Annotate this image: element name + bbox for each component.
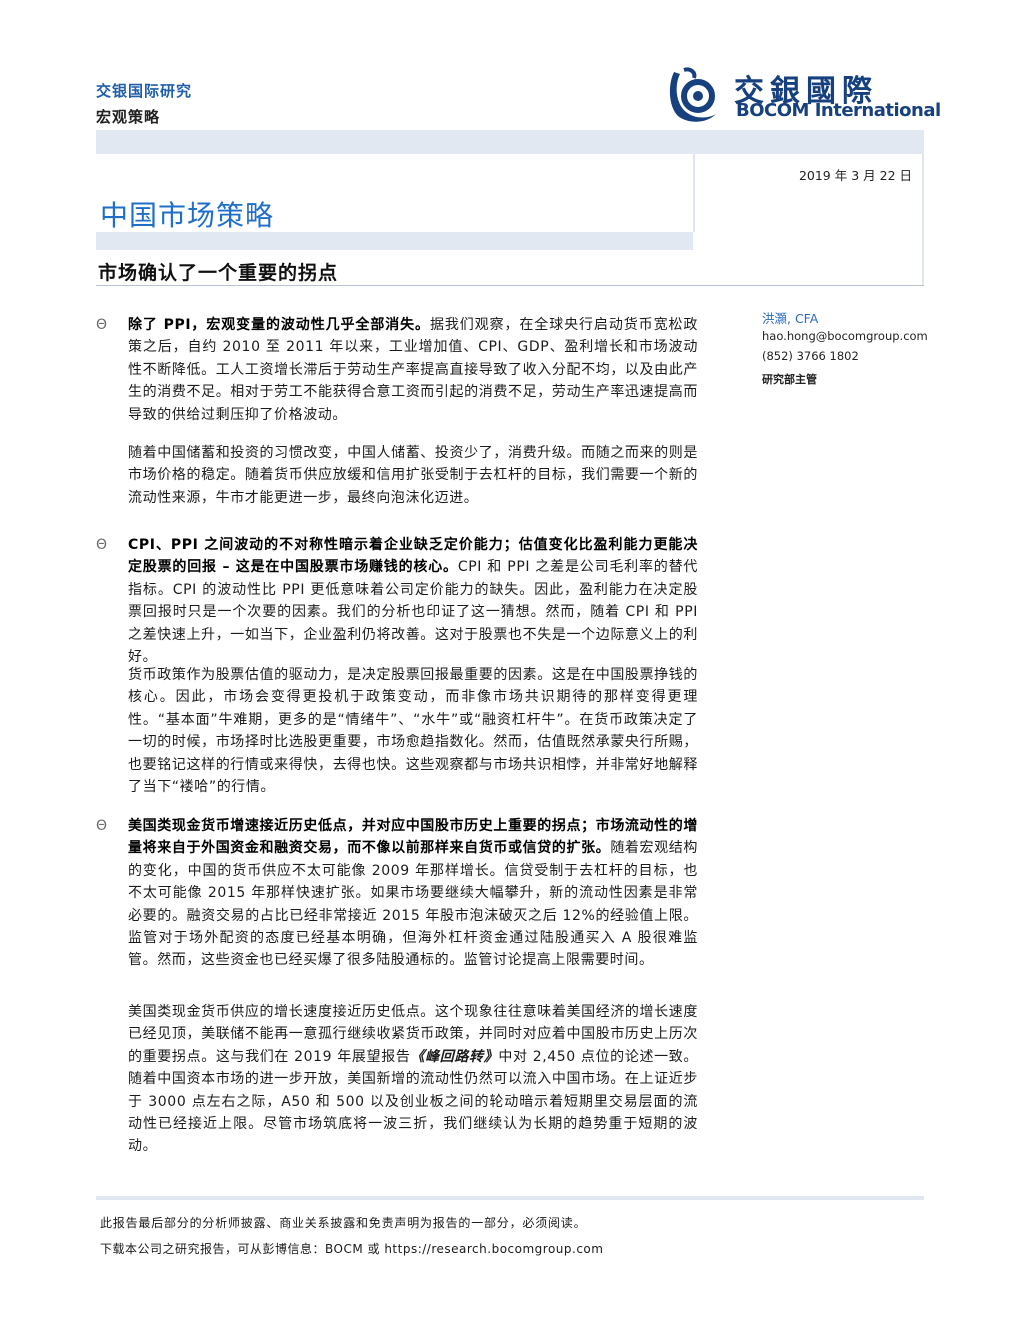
- report-date: 2019 年 3 月 22 日: [798, 168, 912, 183]
- paragraph-6-report-name: 《峰回路转》: [410, 1048, 499, 1065]
- report-section: 宏观策略: [96, 108, 161, 126]
- analyst-role: 研究部主管: [762, 373, 817, 386]
- paragraph-6-text-b: 中对 2,450 点位的论述一致。随着中国资本市场的进一步开放，美国新增的流动性…: [128, 1048, 698, 1155]
- paragraph-3-text: CPI 和 PPI 之差是公司毛利率的替代指标。CPI 的波动性比 PPI 更低…: [128, 559, 698, 666]
- logo-chinese-text: 交銀國際: [734, 74, 878, 109]
- right-border: [922, 154, 924, 286]
- analyst-phone: (852) 3766 1802: [762, 349, 859, 363]
- analyst-name[interactable]: 洪灝, CFA: [762, 311, 819, 326]
- paragraph-5-lead: 美国类现金货币增速接近历史低点，并对应中国股市历史上重要的拐点；市场流动性的增量…: [128, 818, 698, 857]
- bullet-icon: Θ: [96, 537, 108, 553]
- paragraph-3-lead: CPI、PPI 之间波动的不对称性暗示着企业缺乏定价能力；估值变化比盈利能力更能…: [128, 537, 698, 576]
- bullet-icon: Θ: [96, 818, 108, 834]
- paragraph-1: 除了 PPI，宏观变量的波动性几乎全部消失。据我们观察，在全球央行启动货币宽松政…: [128, 314, 698, 426]
- paragraph-5-text: 随着宏观结构的变化，中国的货币供应不太可能像 2009 年那样增长。信贷受制于去…: [128, 840, 698, 969]
- analyst-email[interactable]: hao.hong@bocomgroup.com: [762, 329, 928, 343]
- paragraph-2: 随着中国储蓄和投资的习惯改变，中国人储蓄、投资少了，消费升级。而随之而来的则是市…: [128, 442, 698, 509]
- paragraph-4: 货币政策作为股票估值的驱动力，是决定股票回报最重要的因素。这是在中国股票挣钱的核…: [128, 664, 698, 798]
- title-band: [96, 232, 693, 250]
- paragraph-1-text: 据我们观察，在全球央行启动货币宽松政策之后，自约 2010 至 2011 年以来…: [128, 317, 698, 423]
- paragraph-1-lead: 除了 PPI，宏观变量的波动性几乎全部消失。: [128, 317, 430, 333]
- report-title: 中国市场策略: [100, 199, 275, 232]
- paragraph-6-text-a: 美国类现金货币供应的增长速度接近历史低点。这个现象往往意味着美国经济的增长速度已…: [128, 1004, 698, 1065]
- footer-download[interactable]: 下载本公司之研究报告，可从彭博信息：BOCM 或 https://researc…: [100, 1242, 604, 1256]
- bocom-logo-icon: [669, 67, 716, 122]
- paragraph-2-text: 随着中国储蓄和投资的习惯改变，中国人储蓄、投资少了，消费升级。而随之而来的则是市…: [128, 445, 698, 506]
- paragraph-5: 美国类现金货币增速接近历史低点，并对应中国股市历史上重要的拐点；市场流动性的增量…: [128, 815, 698, 972]
- paragraph-6: 美国类现金货币供应的增长速度接近历史低点。这个现象往往意味着美国经济的增长速度已…: [128, 1001, 698, 1158]
- header-band: [96, 130, 924, 154]
- brand-name: 交银国际研究: [96, 82, 193, 100]
- bullet-icon: Θ: [96, 317, 108, 333]
- logo-english-text: BOCOM International: [736, 100, 941, 121]
- report-subtitle: 市场确认了一个重要的拐点: [98, 262, 339, 284]
- column-divider: [693, 154, 695, 232]
- footer-rule: [96, 1196, 924, 1200]
- subtitle-rule: [96, 285, 924, 286]
- footer-disclaimer: 此报告最后部分的分析师披露、商业关系披露和免责声明为报告的一部分，必须阅读。: [100, 1216, 587, 1230]
- paragraph-4-text: 货币政策作为股票估值的驱动力，是决定股票回报最重要的因素。这是在中国股票挣钱的核…: [128, 667, 698, 796]
- paragraph-3: CPI、PPI 之间波动的不对称性暗示着企业缺乏定价能力；估值变化比盈利能力更能…: [128, 534, 698, 668]
